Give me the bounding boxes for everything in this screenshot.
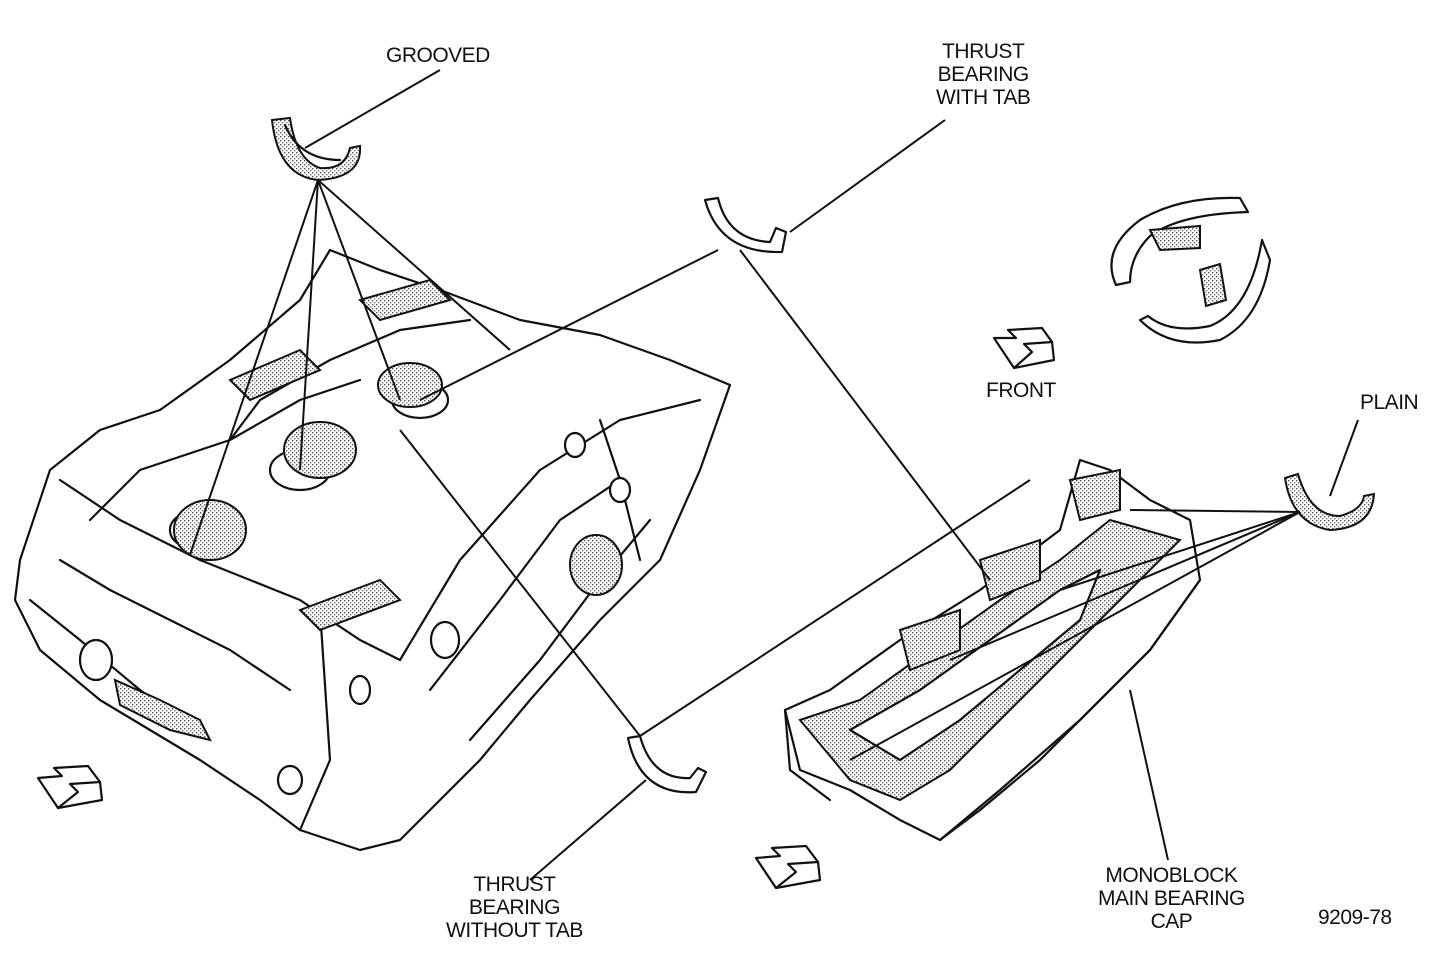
label-line: WITHOUT TAB: [446, 919, 583, 942]
label-line: BEARING: [468, 896, 561, 919]
engine-block: [13, 248, 732, 852]
plain-label: PLAIN: [1360, 391, 1419, 414]
front-label: FRONT: [986, 379, 1056, 402]
thrust-bearing-without-tab-shell: [626, 734, 708, 794]
grooved-label-text: GROOVED: [386, 44, 490, 67]
front-direction-arrow-icon: [754, 844, 822, 890]
leader-lines: [189, 69, 1359, 881]
loose-bearing-shells: [1110, 196, 1272, 344]
label-line: WITH TAB: [936, 86, 1031, 109]
front-direction-arrow-icon: [36, 764, 104, 810]
grooved-bearing-shell: [270, 116, 362, 182]
thrust-bearing-with-tab-shell: [703, 196, 788, 254]
plain-bearing-shell: [1283, 472, 1376, 532]
label-line: BEARING: [937, 63, 1030, 86]
label-line: THRUST: [942, 40, 1025, 63]
figure-number-text: 9209-78: [1318, 906, 1392, 929]
front-label-text: FRONT: [986, 379, 1056, 402]
label-line: CAP: [1150, 910, 1193, 933]
thrust-bearing-with-tab-label: THRUST BEARING WITH TAB: [936, 40, 1031, 109]
thrust-bearing-without-tab-label: THRUST BEARING WITHOUT TAB: [446, 873, 583, 942]
monoblock-cap: [783, 458, 1202, 842]
monoblock-main-bearing-cap-label: MONOBLOCK MAIN BEARING CAP: [1098, 864, 1245, 933]
front-direction-arrow-icon: [992, 326, 1056, 370]
label-line: THRUST: [473, 873, 556, 896]
grooved-label: GROOVED: [386, 44, 490, 67]
label-line: MAIN BEARING: [1098, 887, 1245, 910]
plain-label-text: PLAIN: [1360, 391, 1419, 414]
figure-number: 9209-78: [1318, 906, 1392, 929]
label-line: MONOBLOCK: [1105, 864, 1238, 887]
